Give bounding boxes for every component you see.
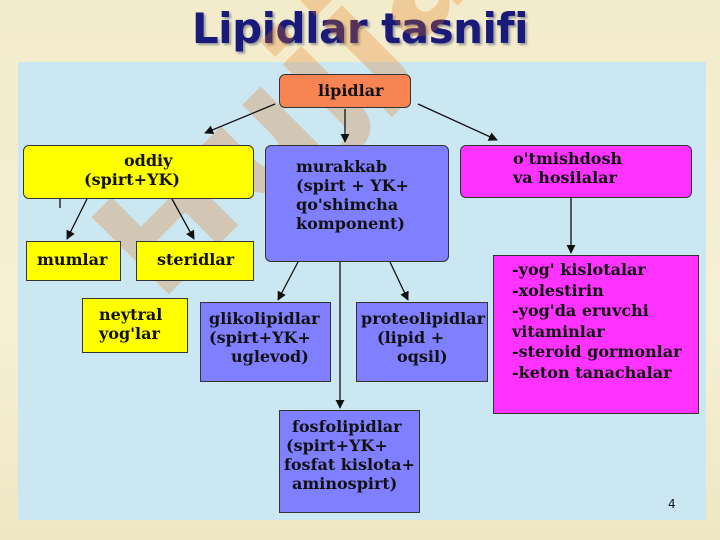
arrow-simple-to-sterides [171, 198, 195, 240]
node-text-line: steridlar [157, 250, 235, 269]
node-text-line: (spirt+YK) [84, 170, 180, 189]
node-text-line: -xolestirin [512, 280, 604, 300]
node-text-line: oddiy [124, 151, 173, 170]
node-text-line: o'tmishdosh [513, 149, 623, 168]
node-glycolipids: glikolipidlar(spirt+YK+uglevod) [200, 302, 331, 382]
arrow-simple-to-waxes [66, 198, 88, 240]
node-text-line: va hosilalar [513, 168, 617, 187]
node-text-line: yog'lar [99, 324, 160, 343]
node-text-line: proteolipidlar [361, 309, 486, 328]
node-waxes: mumlar [26, 241, 121, 281]
node-text-line: glikolipidlar [209, 309, 320, 328]
node-text-line: -yog'da eruvchi [512, 301, 649, 320]
node-phospholipids: fosfolipidlar(spirt+YK+fosfat kislota+am… [279, 410, 420, 513]
node-text-line: komponent) [296, 214, 405, 233]
node-sterides: steridlar [136, 241, 254, 281]
node-text-line: neytral [99, 305, 163, 324]
node-text-line: mumlar [37, 250, 108, 269]
node-text-line: aminospirt) [292, 474, 398, 493]
node-text-line: -yog' kislotalar [512, 260, 646, 279]
node-proteolipids-lines: proteolipidlar(lipid +oqsil) [361, 309, 487, 366]
node-simple-lines: oddiy(spirt+YK) [84, 151, 253, 189]
arrow-complex-to-proteolipids [389, 261, 409, 301]
node-text-line: (spirt+YK+ [209, 328, 311, 347]
node-derivative-list-lines: -yog' kislotalar-xolestirin-yog'da eruvc… [512, 260, 698, 383]
node-text-line: -steroid gormonlar [512, 342, 682, 361]
node-proteolipids: proteolipidlar(lipid +oqsil) [356, 302, 488, 382]
node-text-line: lipidlar [318, 81, 384, 100]
node-text-line: -keton tanachalar [512, 362, 672, 382]
node-simple: oddiy(spirt+YK) [23, 145, 254, 199]
node-text-line: murakkab [296, 157, 388, 176]
slide-title: Lipidlar tasnifi [191, 4, 529, 53]
node-waxes-lines: mumlar [37, 250, 120, 269]
node-text-line: fosfat kislota+ [284, 455, 415, 474]
arrow-root-to-derivatives [417, 103, 498, 141]
arrow-complex-to-glycolipids [277, 261, 299, 301]
arrow-root-to-simple [204, 103, 276, 135]
node-text-line: uglevod) [231, 347, 309, 366]
node-text-line: vitaminlar [512, 321, 605, 341]
page-number: 4 [668, 497, 676, 511]
node-glycolipids-lines: glikolipidlar(spirt+YK+uglevod) [209, 309, 330, 366]
node-derivative-list: -yog' kislotalar-xolestirin-yog'da eruvc… [493, 255, 699, 414]
node-text-line: (lipid + [377, 328, 445, 347]
node-text-line: qo'shimcha [296, 195, 399, 214]
node-root: lipidlar [279, 74, 411, 108]
node-text-line: (spirt + YK+ [296, 176, 409, 195]
node-phospholipids-lines: fosfolipidlar(spirt+YK+fosfat kislota+am… [284, 417, 419, 493]
node-root-lines: lipidlar [318, 81, 410, 100]
node-text-line: oqsil) [397, 347, 448, 366]
node-text-line: fosfolipidlar [292, 417, 402, 436]
node-text-line: (spirt+YK+ [286, 436, 388, 455]
node-sterides-lines: steridlar [157, 250, 253, 269]
